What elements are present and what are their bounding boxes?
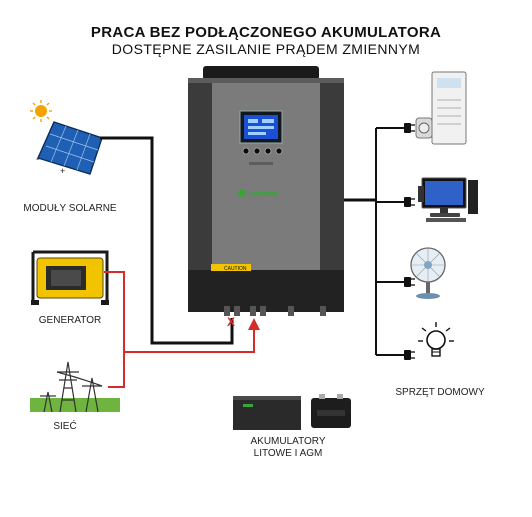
label-battery: AKUMULATORY LITOWE I AGM <box>226 436 350 460</box>
light-bulb-icon <box>418 322 454 357</box>
label-generator: GENERATOR <box>38 315 102 326</box>
label-battery-line1: AKUMULATORY <box>250 436 326 447</box>
disconnected-marker: X <box>227 315 235 329</box>
fan-icon <box>410 247 446 299</box>
power-pylon-icon <box>30 361 120 413</box>
ac-input-wire <box>104 271 125 388</box>
label-loads: SPRZĘT DOMOWY <box>395 387 485 398</box>
page-subtitle: DOSTĘPNE ZASILANIE PRĄDEM ZMIENNYM <box>111 41 421 57</box>
svg-text:+: + <box>60 166 65 176</box>
page-title: PRACA BEZ PODŁĄCZONEGO AKUMULATORA <box>90 24 442 41</box>
generator-icon <box>31 250 109 305</box>
inverter: Innowatt CAUTION <box>188 66 344 316</box>
battery-icon <box>233 394 351 430</box>
label-grid: SIEĆ <box>53 421 77 432</box>
solar-panel-icon: - + <box>36 121 103 176</box>
plug-icon <box>404 123 411 360</box>
brand-logo-icon <box>238 189 246 197</box>
solar-dc-wire <box>100 136 234 345</box>
caution-label: CAUTION <box>224 266 247 272</box>
label-battery-line2: LITOWE I AGM <box>253 448 323 459</box>
inverter-brand: Innowatt <box>249 191 278 198</box>
ac-input-arrow <box>248 318 260 330</box>
air-conditioner-icon <box>415 71 467 145</box>
label-solar: MODUŁY SOLARNE <box>23 203 117 214</box>
svg-text:-: - <box>36 153 40 165</box>
sun-icon <box>30 100 52 122</box>
computer-icon <box>418 177 478 222</box>
